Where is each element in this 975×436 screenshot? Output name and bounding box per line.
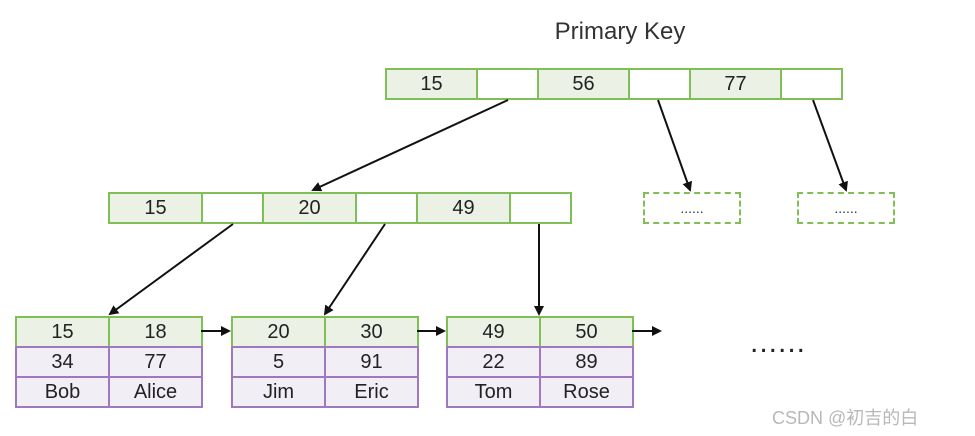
- internal-pointer: [509, 192, 572, 224]
- internal-key: 15: [108, 192, 203, 224]
- leaf-name: Eric: [324, 376, 419, 408]
- placeholder-node: ......: [643, 192, 741, 224]
- leaf-value: 89: [539, 346, 634, 378]
- leaf-name: Alice: [108, 376, 203, 408]
- root-key: 15: [385, 68, 478, 100]
- leaf-value: 77: [108, 346, 203, 378]
- pointer-arrow: [108, 223, 234, 316]
- root-key: 77: [689, 68, 782, 100]
- leaf-value: 91: [324, 346, 419, 378]
- internal-pointer: [201, 192, 264, 224]
- leaf-name: Tom: [446, 376, 541, 408]
- root-pointer: [780, 68, 843, 100]
- watermark: CSDN @初吉的白: [772, 408, 919, 428]
- leaf-node: 15 18 34 77 Bob Alice: [15, 316, 203, 408]
- pointer-arrow: [812, 99, 848, 192]
- leaf-value: 5: [231, 346, 326, 378]
- pointer-arrow: [323, 223, 386, 316]
- leaf-node: 49 50 22 89 Tom Rose: [446, 316, 634, 408]
- internal-key: 49: [416, 192, 511, 224]
- leaf-key: 20: [231, 316, 326, 348]
- internal-key: 20: [262, 192, 357, 224]
- leaf-node: 20 30 5 91 Jim Eric: [231, 316, 419, 408]
- root-key: 56: [537, 68, 630, 100]
- placeholder-node: ......: [797, 192, 895, 224]
- more-leaves-ellipsis: ......: [750, 326, 807, 359]
- internal-node: 15 20 49: [108, 192, 572, 224]
- diagram-title: Primary Key: [554, 18, 686, 45]
- root-node: 15 56 77: [385, 68, 843, 100]
- leaf-name: Rose: [539, 376, 634, 408]
- pointer-arrow: [657, 99, 693, 192]
- pointer-arrow: [311, 99, 509, 192]
- leaf-key: 18: [108, 316, 203, 348]
- leaf-name: Jim: [231, 376, 326, 408]
